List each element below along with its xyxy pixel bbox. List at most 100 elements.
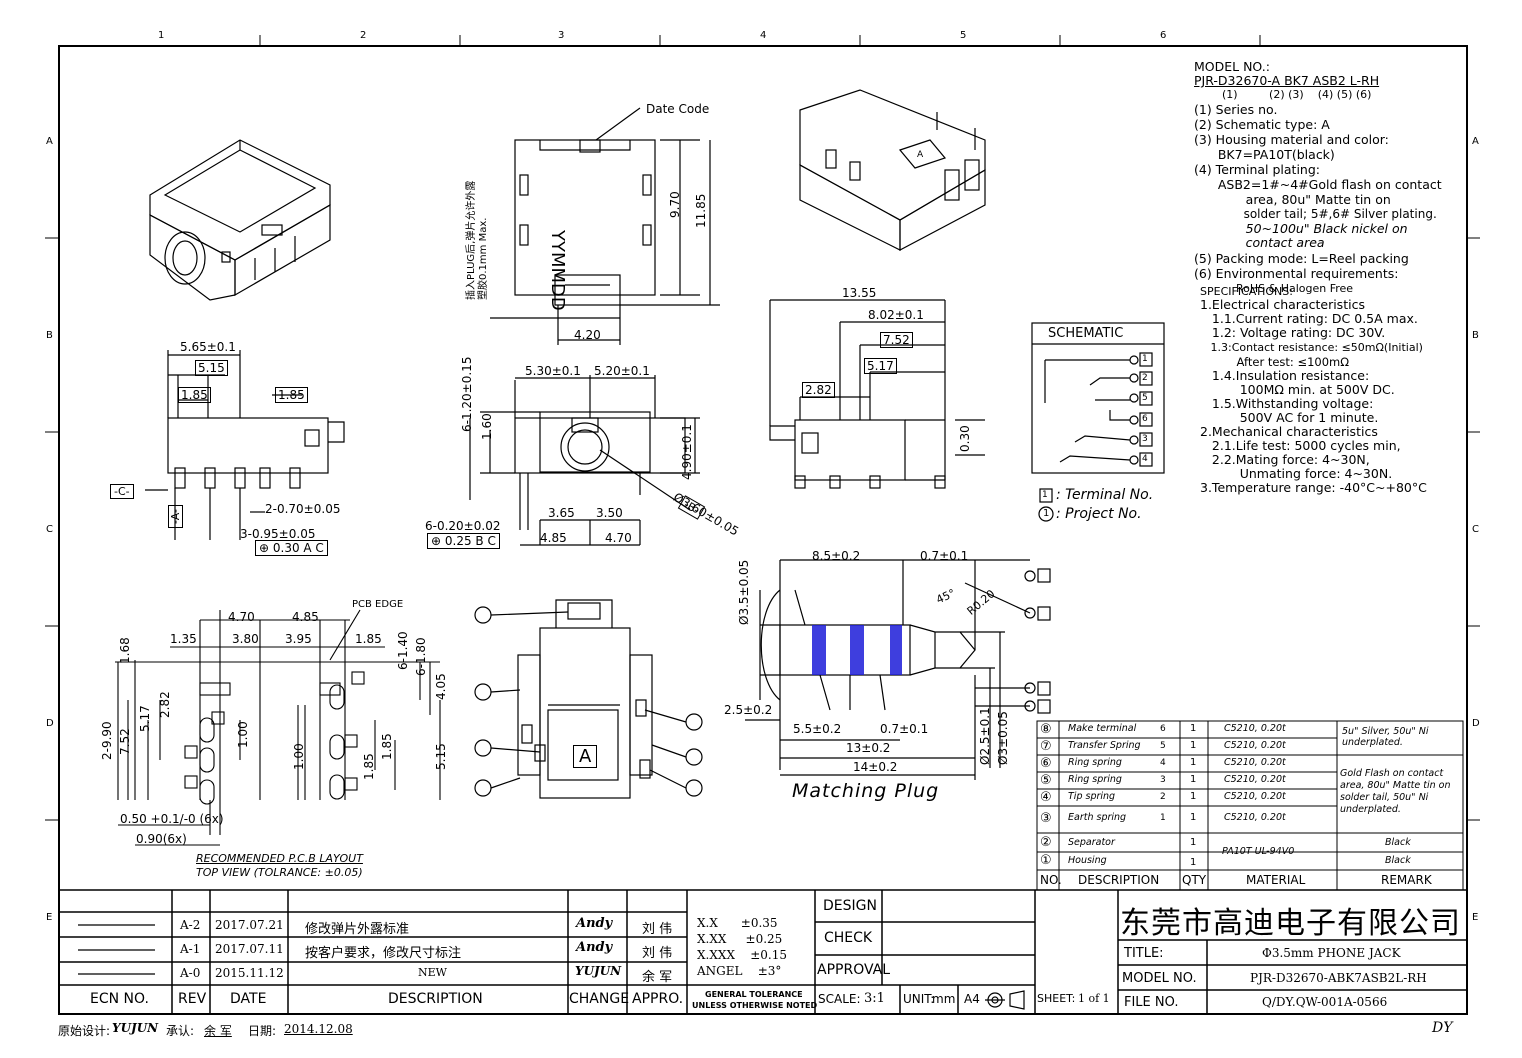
- bom-no: ⑦: [1040, 739, 1052, 754]
- iso-marker: A: [917, 150, 924, 160]
- dim-label: 1.85: [275, 387, 308, 403]
- bom-desc: Separator: [1068, 837, 1115, 848]
- dim-label: 1.68: [118, 637, 132, 664]
- legend-circle-symbol: 1: [1043, 508, 1050, 519]
- dim-label: 5.30±0.1: [525, 364, 581, 378]
- spec-line: 2.Mechanical characteristics: [1200, 424, 1378, 439]
- rev-change: Andy: [576, 916, 613, 931]
- model-line: solder tail; 5#,6# Silver plating.: [1194, 207, 1437, 221]
- dim-label: 4.70: [228, 610, 255, 624]
- bom-qty: 1: [1190, 857, 1197, 868]
- side-view-left: [145, 350, 345, 540]
- bom-term: 1: [1160, 813, 1166, 823]
- bom-qty: 1: [1190, 812, 1197, 823]
- dim-label: 4.70: [605, 531, 632, 545]
- pcb-layout-title: RECOMMENDED P.C.B LAYOUT: [196, 852, 363, 865]
- pcb-layout-subtitle: TOP VIEW (TOLRANCE: ±0.05): [196, 866, 363, 879]
- spec-line: 1.5.Withstanding voltage:: [1200, 396, 1374, 411]
- dim-label: 3.65: [548, 506, 575, 520]
- dim-label: 13±0.2: [846, 741, 891, 755]
- approver-label: 承认:: [166, 1024, 195, 1038]
- dim-label: 2.82: [158, 691, 172, 718]
- zone-letter: C: [1472, 524, 1479, 535]
- designer-label: 原始设计:: [58, 1024, 111, 1038]
- zone-letter: D: [46, 718, 54, 729]
- dim-label: 4.85: [292, 610, 319, 624]
- file-value: Q/DY.QW-001A-0566: [1262, 995, 1388, 1009]
- bom-remark: Black: [1385, 837, 1411, 848]
- header-date: DATE: [230, 991, 267, 1007]
- plug-rings: [812, 625, 902, 675]
- model-line: (2) Schematic type: A: [1194, 117, 1330, 132]
- bom-material: PA10T UL-94V0: [1222, 846, 1295, 857]
- top-view: [490, 107, 720, 345]
- bom-no: ②: [1040, 835, 1052, 850]
- model-line: (1) Series no.: [1194, 102, 1278, 117]
- model-line: (5) Packing mode: L=Reel packing: [1194, 251, 1409, 266]
- company-name: 东莞市高迪电子有限公司: [1120, 906, 1461, 941]
- bom-remark: 5u" Silver, 50u" Ni underplated.: [1342, 726, 1429, 748]
- dim-label: 14±0.2: [853, 760, 898, 774]
- spec-line: After test: ≤100mΩ: [1200, 355, 1350, 369]
- pcb-layout: [115, 609, 441, 846]
- dim-label: Ø3±0.05: [996, 711, 1010, 765]
- dim-label: 6-0.20±0.02: [425, 519, 501, 533]
- tolerance-frame: ⊕ 0.30 A C: [255, 540, 328, 556]
- model-code: PJR-D32670-A BK7 ASB2 L-RH: [1194, 73, 1380, 88]
- bom-qty: 1: [1190, 757, 1197, 768]
- footer-date: 2014.12.08: [284, 1022, 353, 1036]
- rev-code: A-2: [180, 918, 201, 932]
- dim-label: 3.50: [596, 506, 623, 520]
- zone-letter: E: [1472, 912, 1479, 923]
- approver-name: 余 军: [204, 1024, 232, 1038]
- rev-appro: 刘 伟: [642, 946, 673, 961]
- housing-marker: A: [573, 745, 598, 768]
- bom-qty: 1: [1190, 774, 1197, 785]
- rev-date: 2017.07.11: [215, 942, 284, 956]
- dim-label: 1.85: [380, 733, 394, 760]
- zone-letter: E: [46, 912, 53, 923]
- zone-number: 1: [158, 30, 165, 41]
- dim-label: 0.7±0.1: [880, 722, 929, 736]
- ecn-lines: [78, 924, 155, 975]
- dim-label: 4.20: [574, 328, 601, 342]
- spec-line: 2.2.Mating force: 4~30N,: [1200, 452, 1370, 467]
- zone-number: 3: [558, 30, 565, 41]
- sheet-value: 1 of 1: [1078, 992, 1110, 1005]
- dim-label: 1.00: [236, 721, 250, 748]
- model-value: PJR-D32670-ABK7ASB2L-RH: [1250, 971, 1427, 985]
- header-description: DESCRIPTION: [388, 991, 483, 1007]
- bom-term: 3: [1160, 775, 1166, 785]
- model-line: contact area: [1194, 235, 1325, 250]
- sheet-label: SHEET:: [1037, 992, 1076, 1005]
- dim-label: Ø3.5±0.05: [737, 559, 751, 625]
- title-value: Φ3.5mm PHONE JACK: [1262, 946, 1401, 960]
- schematic-pin: 1: [1142, 354, 1148, 364]
- bom-material: C5210, 0.20t: [1224, 812, 1286, 823]
- bom-term: 2: [1160, 792, 1166, 802]
- dim-label: 6-1.20±0.15: [460, 356, 474, 432]
- dim-label: 7.52: [880, 332, 913, 348]
- bom-no: ③: [1040, 811, 1052, 826]
- dim-label: 6-1.80: [414, 637, 428, 676]
- zone-number: 6: [1160, 30, 1167, 41]
- spec-line: 1.Electrical characteristics: [1200, 297, 1365, 312]
- general-tolerance: GENERAL TOLERANCE: [705, 990, 803, 999]
- bom-term: 6: [1160, 724, 1166, 734]
- model-line: 50~100u" Black nickel on: [1194, 221, 1408, 236]
- bom-remark: Gold Flash on contact area, 80u" Matte t…: [1340, 768, 1451, 815]
- model-heading: MODEL NO.:: [1194, 59, 1270, 74]
- bom-material: C5210, 0.20t: [1224, 791, 1286, 802]
- bom-desc: Transfer Spring: [1068, 740, 1141, 751]
- header-rev: REV: [178, 991, 207, 1007]
- zone-number: 2: [360, 30, 367, 41]
- schematic-box: [1031, 322, 1165, 522]
- model-line: BK7=PA10T(black): [1194, 147, 1335, 162]
- dim-label: 1.85: [362, 753, 376, 780]
- dim-label: 3-0.95±0.05: [240, 527, 316, 541]
- dim-label: 5.20±0.1: [594, 364, 650, 378]
- title-block-grid: [58, 889, 1468, 1015]
- bom-header: MATERIAL: [1246, 873, 1306, 887]
- bom-header: REMARK: [1381, 873, 1432, 887]
